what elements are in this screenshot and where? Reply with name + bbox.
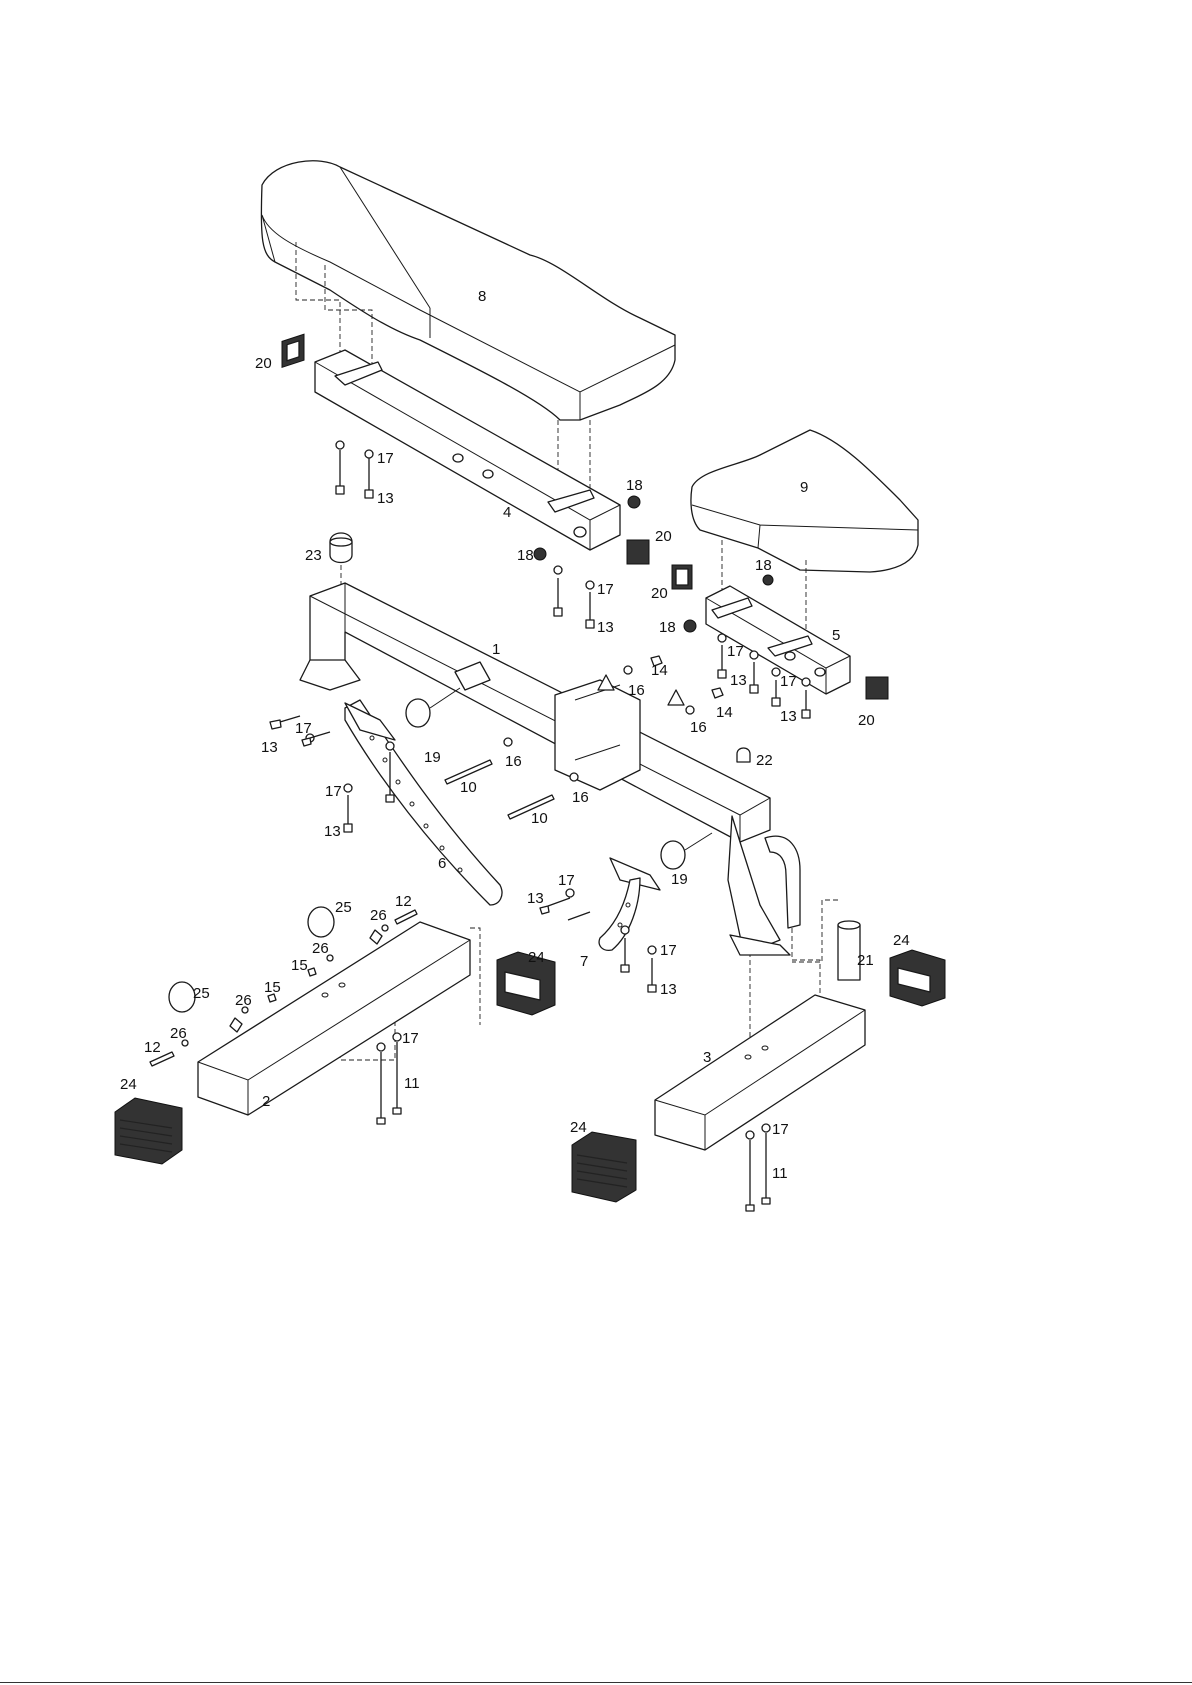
page-bottom-rule <box>0 1682 1192 1683</box>
label-seat-bracket: 5 <box>832 627 840 644</box>
adjust-rail-right-part: 7 <box>580 858 660 970</box>
label-bolt-hex-d: 13 <box>780 708 797 725</box>
label-pop-pin-b: 19 <box>671 871 688 888</box>
label-wheel-a: 25 <box>335 899 352 916</box>
label-foot-cap-b: 24 <box>528 949 545 966</box>
label-spacer-c: 26 <box>235 992 252 1009</box>
bumper-small-part: 22 <box>737 748 773 769</box>
label-foot-cap-a: 24 <box>120 1076 137 1093</box>
label-washer-a: 17 <box>377 450 394 467</box>
label-bolt-short-a: 12 <box>395 893 412 910</box>
label-nut-b: 14 <box>716 704 733 721</box>
label-back-pad: 8 <box>478 288 486 305</box>
seat-pad-part: 9 <box>691 430 918 572</box>
label-knob-cap-a: 18 <box>626 477 643 494</box>
label-spacer-d: 26 <box>170 1025 187 1042</box>
label-bolt-hex-e: 13 <box>261 739 278 756</box>
label-washer-large-a: 16 <box>505 753 522 770</box>
label-knob-cap-d: 18 <box>659 619 676 636</box>
label-bolt-hex-f: 13 <box>324 823 341 840</box>
label-bolt-hex-b: 13 <box>597 619 614 636</box>
label-end-cap-c: 20 <box>651 585 668 602</box>
label-foot-cap-d: 24 <box>893 932 910 949</box>
label-bolt-hex-c: 13 <box>730 672 747 689</box>
label-knob-cap-c: 18 <box>755 557 772 574</box>
label-handle-sleeve: 21 <box>857 952 874 969</box>
label-washer-j: 17 <box>772 1121 789 1138</box>
label-washer-i: 17 <box>402 1030 419 1047</box>
seat-bracket-part: 5 <box>706 586 850 694</box>
label-bolt-base-a: 11 <box>404 1075 420 1092</box>
label-wheel-b: 25 <box>193 985 210 1002</box>
label-washer-c: 17 <box>727 643 744 660</box>
label-washer-large-d: 16 <box>690 719 707 736</box>
handle-sleeve-part: 21 <box>792 900 874 980</box>
label-seat-pad: 9 <box>800 479 808 496</box>
label-bolt-short-b: 12 <box>144 1039 161 1056</box>
label-washer-h: 17 <box>660 942 677 959</box>
label-foot-cap-c: 24 <box>570 1119 587 1136</box>
label-knob-cap-b: 18 <box>517 547 534 564</box>
label-washer-g: 17 <box>558 872 575 889</box>
label-bolt-long-a: 10 <box>460 779 477 796</box>
label-washer-b: 17 <box>597 581 614 598</box>
label-bolt-hex-a: 13 <box>377 490 394 507</box>
label-nut-a: 14 <box>651 662 668 679</box>
rear-base-part: 2 <box>198 922 470 1115</box>
label-bolt-base-b: 11 <box>772 1165 788 1182</box>
label-spacer-b: 26 <box>312 940 329 957</box>
label-nut-small-b: 15 <box>264 979 281 996</box>
label-bolt-hex-h: 13 <box>660 981 677 998</box>
label-nut-small-a: 15 <box>291 957 308 974</box>
label-washer-d: 17 <box>780 673 797 690</box>
label-rear-base: 2 <box>262 1093 270 1110</box>
label-back-bracket: 4 <box>503 504 511 521</box>
label-washer-large-c: 16 <box>628 682 645 699</box>
label-pop-pin-a: 19 <box>424 749 441 766</box>
label-bumper-large: 23 <box>305 547 322 564</box>
label-end-cap-d: 20 <box>858 712 875 729</box>
label-front-base: 3 <box>703 1049 711 1066</box>
label-bolt-long-b: 10 <box>531 810 548 827</box>
long-bolt-parts: 10 10 <box>445 760 554 827</box>
label-washer-large-b: 16 <box>572 789 589 806</box>
label-spacer-a: 26 <box>370 907 387 924</box>
front-base-part: 3 <box>655 995 865 1150</box>
adjust-rail-left-part: 6 <box>345 700 502 905</box>
label-adjust-rail-left: 6 <box>438 855 446 872</box>
bumper-large-part: 23 <box>305 533 352 590</box>
label-adjust-rail-right: 7 <box>580 953 588 970</box>
label-end-cap-b: 20 <box>655 528 672 545</box>
label-washer-f: 17 <box>325 783 342 800</box>
label-end-cap-a: 20 <box>255 355 272 372</box>
label-frame: 1 <box>492 641 500 658</box>
label-bumper-small: 22 <box>756 752 773 769</box>
label-bolt-hex-g: 13 <box>527 890 544 907</box>
label-washer-e: 17 <box>295 720 312 737</box>
